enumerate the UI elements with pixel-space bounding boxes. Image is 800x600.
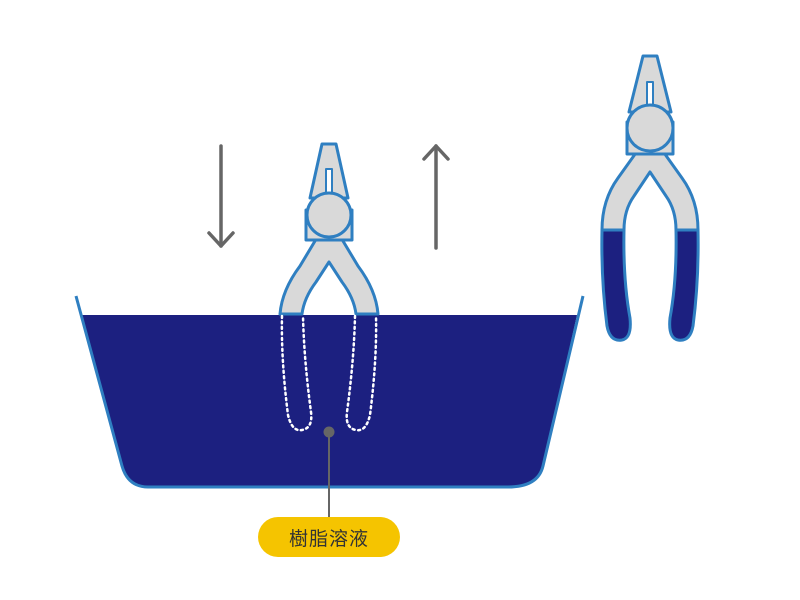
pliers-dipping <box>278 142 380 432</box>
resin-liquid <box>82 315 577 487</box>
arrow-up-icon <box>422 144 450 250</box>
pliers-icon <box>600 54 700 342</box>
coated-grip-left <box>600 228 632 342</box>
coated-grip-right <box>668 228 700 342</box>
submerged-handle-left <box>280 314 313 432</box>
arrow-down-icon <box>207 144 235 248</box>
submerged-handle-right <box>345 314 378 432</box>
callout-leader <box>323 426 335 517</box>
pliers-icon <box>278 142 380 316</box>
resin-solution-label: 樹脂溶液 <box>258 517 400 557</box>
pliers-coated <box>600 54 700 342</box>
